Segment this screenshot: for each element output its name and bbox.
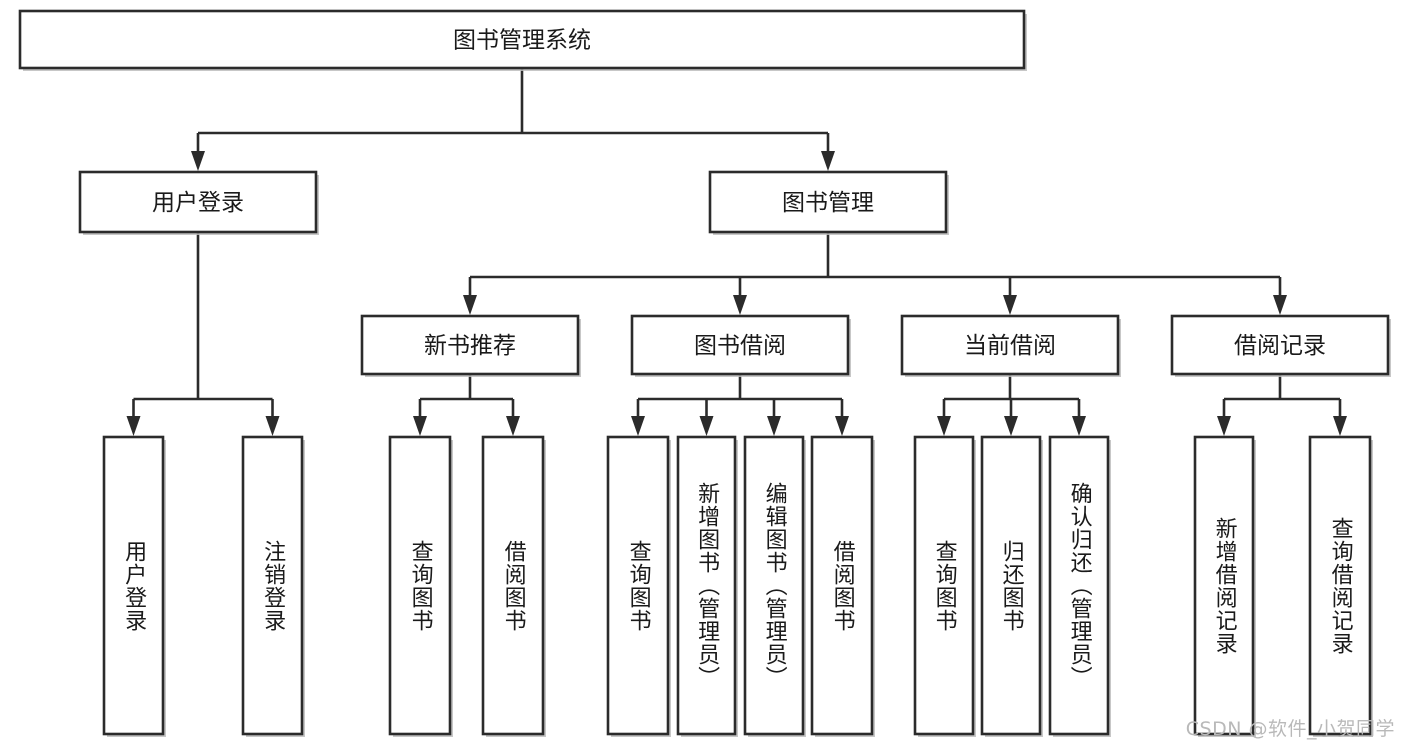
arrow-book-borrow-to-leaf-query-book-2 [631, 416, 645, 436]
node-label-book-manage: 图书管理 [782, 190, 874, 216]
node-box-leaf-query-book-2[interactable] [606, 435, 670, 736]
node-box-leaf-borrow-book-2[interactable] [810, 435, 874, 736]
arrow-borrow-record-to-leaf-query-record [1333, 416, 1347, 436]
node-box-user-login[interactable] [78, 170, 318, 234]
node-box-leaf-return-book[interactable] [980, 435, 1042, 736]
node-box-root[interactable] [18, 9, 1026, 70]
arrow-root-to-book-manage [821, 151, 835, 171]
arrow-bookmanage-to-book-borrow [733, 295, 747, 315]
node-box-leaf-edit-book[interactable] [743, 435, 805, 736]
arrow-current-borrow-to-leaf-confirm-return [1072, 416, 1086, 436]
connector-lines [126, 68, 1347, 436]
arrow-book-borrow-to-leaf-borrow-book-2 [835, 416, 849, 436]
node-label-user-login: 用户登录 [152, 190, 244, 216]
node-box-leaf-borrow-book-1[interactable] [481, 435, 545, 736]
arrow-borrow-record-to-leaf-add-record [1217, 416, 1231, 436]
node-box-leaf-query-book-3[interactable] [913, 435, 975, 736]
arrow-book-borrow-to-leaf-edit-book [767, 416, 781, 436]
node-box-book-borrow[interactable] [630, 314, 850, 376]
node-box-current-borrow[interactable] [900, 314, 1120, 376]
node-box-leaf-add-book[interactable] [676, 435, 737, 736]
node-label-root: 图书管理系统 [453, 28, 591, 54]
arrow-new-book-rec-to-leaf-query-book-1 [413, 416, 427, 436]
node-label-new-book-rec: 新书推荐 [424, 333, 516, 359]
watermark-text: CSDN @软件_小贺同学 [1185, 718, 1395, 740]
node-box-leaf-query-record[interactable] [1308, 435, 1372, 736]
arrow-new-book-rec-to-leaf-borrow-book-1 [506, 416, 520, 436]
arrow-bookmanage-to-current-borrow [1003, 295, 1017, 315]
node-box-leaf-user-login[interactable] [102, 435, 165, 736]
node-boxes [18, 9, 1391, 737]
node-label-book-borrow: 图书借阅 [694, 333, 786, 359]
node-label-current-borrow: 当前借阅 [964, 333, 1056, 359]
arrow-book-borrow-to-leaf-add-book [699, 416, 714, 436]
node-box-leaf-add-record[interactable] [1193, 435, 1255, 736]
arrow-bookmanage-to-borrow-record [1273, 295, 1287, 315]
node-box-new-book-rec[interactable] [360, 314, 580, 376]
arrow-current-borrow-to-leaf-query-book-3 [937, 416, 951, 436]
node-box-leaf-query-book-1[interactable] [388, 435, 452, 736]
node-box-leaf-confirm-return[interactable] [1048, 435, 1110, 736]
node-box-book-manage[interactable] [708, 170, 948, 234]
arrow-user-login-to-leaf-user-login [126, 416, 141, 436]
arrow-user-login-to-leaf-user-logout [265, 416, 280, 436]
arrow-current-borrow-to-leaf-return-book [1004, 416, 1018, 436]
node-box-borrow-record[interactable] [1170, 314, 1390, 376]
node-box-leaf-user-logout[interactable] [241, 435, 304, 736]
node-label-borrow-record: 借阅记录 [1234, 333, 1326, 359]
arrow-bookmanage-to-new-book-rec [463, 295, 477, 315]
arrow-root-to-user-login [191, 151, 205, 171]
